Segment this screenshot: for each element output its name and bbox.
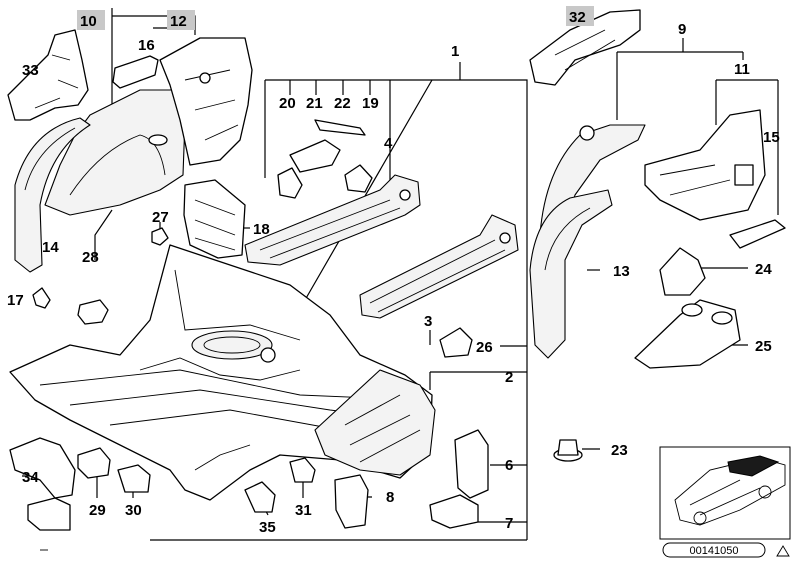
callout-7: 7 (505, 515, 513, 532)
part-13-arch (529, 189, 613, 359)
part-10-wheel-housing (44, 89, 186, 216)
callout-22: 22 (334, 95, 351, 112)
inset-car-thumbnail (659, 446, 791, 540)
callout-2: 2 (505, 369, 513, 386)
callout-18: 18 (253, 221, 270, 238)
callout-10: 10 (80, 13, 97, 30)
part-24-bracket (659, 247, 706, 296)
callout-25: 25 (755, 338, 772, 355)
callouts: 10 12 16 33 1 20 21 22 19 4 14 27 18 28 … (7, 6, 780, 536)
callout-12: 12 (170, 13, 187, 30)
part-27-clip (151, 227, 169, 246)
callout-24: 24 (755, 261, 772, 278)
part-19-bracket (344, 164, 373, 193)
image-code: 00141050 (662, 542, 790, 558)
callout-26: 26 (476, 339, 493, 356)
callout-32-highlight (566, 6, 594, 26)
part-11-inner-housing (644, 109, 766, 221)
callout-8: 8 (386, 489, 394, 506)
part-14-arch (14, 117, 91, 273)
part-35-bracket (244, 481, 276, 513)
part-29-bracket (77, 447, 111, 479)
callout-20: 20 (279, 95, 296, 112)
part-7-bracket (429, 494, 479, 529)
callout-31: 31 (295, 502, 312, 519)
callout-4: 4 (384, 135, 393, 152)
part-15-strip (729, 219, 786, 249)
callout-10-highlight (77, 10, 105, 30)
part-4-cross-member (244, 174, 421, 266)
part-34-bracket (9, 437, 76, 499)
callout-13: 13 (613, 263, 630, 280)
callout-6: 6 (505, 457, 513, 474)
callout-3: 3 (424, 313, 432, 330)
part-31-bracket (289, 457, 316, 483)
callout-16: 16 (138, 37, 155, 54)
callout-11: 11 (734, 61, 750, 78)
part-16-bracket (112, 55, 159, 89)
part-33-bracket (7, 29, 89, 121)
callout-34: 34 (22, 469, 39, 486)
part-17-clip (32, 287, 51, 309)
callout-33: 33 (22, 62, 39, 79)
part-shapes (7, 9, 786, 531)
callout-35: 35 (259, 519, 276, 536)
callout-28: 28 (82, 249, 99, 266)
callout-27: 27 (152, 209, 169, 226)
callout-21: 21 (306, 95, 323, 112)
image-code-text: 00141050 (690, 545, 739, 557)
callout-17: 17 (7, 292, 24, 309)
part-8-bracket (334, 474, 369, 529)
callout-23: 23 (611, 442, 628, 459)
part-22-strip (314, 119, 366, 136)
callout-30: 30 (125, 502, 142, 519)
callout-12-highlight (167, 10, 195, 30)
part-28-bracket (77, 299, 109, 325)
part-21-plate (289, 139, 341, 173)
part-18-bracket (183, 179, 246, 259)
callout-9: 9 (678, 21, 686, 38)
callout-29: 29 (89, 502, 106, 519)
callout-15: 15 (763, 129, 780, 146)
part-30-bracket (117, 464, 151, 493)
callout-19: 19 (362, 95, 379, 112)
part-6-bracket (454, 429, 489, 499)
part-12-inner-panel (159, 37, 253, 166)
callout-1: 1 (451, 43, 459, 60)
part-rear-box (314, 369, 436, 476)
callout-14: 14 (42, 239, 59, 256)
part-3-longitudinal-member (359, 214, 519, 319)
part-20-bracket (277, 167, 303, 199)
part-26-bracket (439, 327, 473, 358)
callout-32: 32 (569, 9, 586, 26)
